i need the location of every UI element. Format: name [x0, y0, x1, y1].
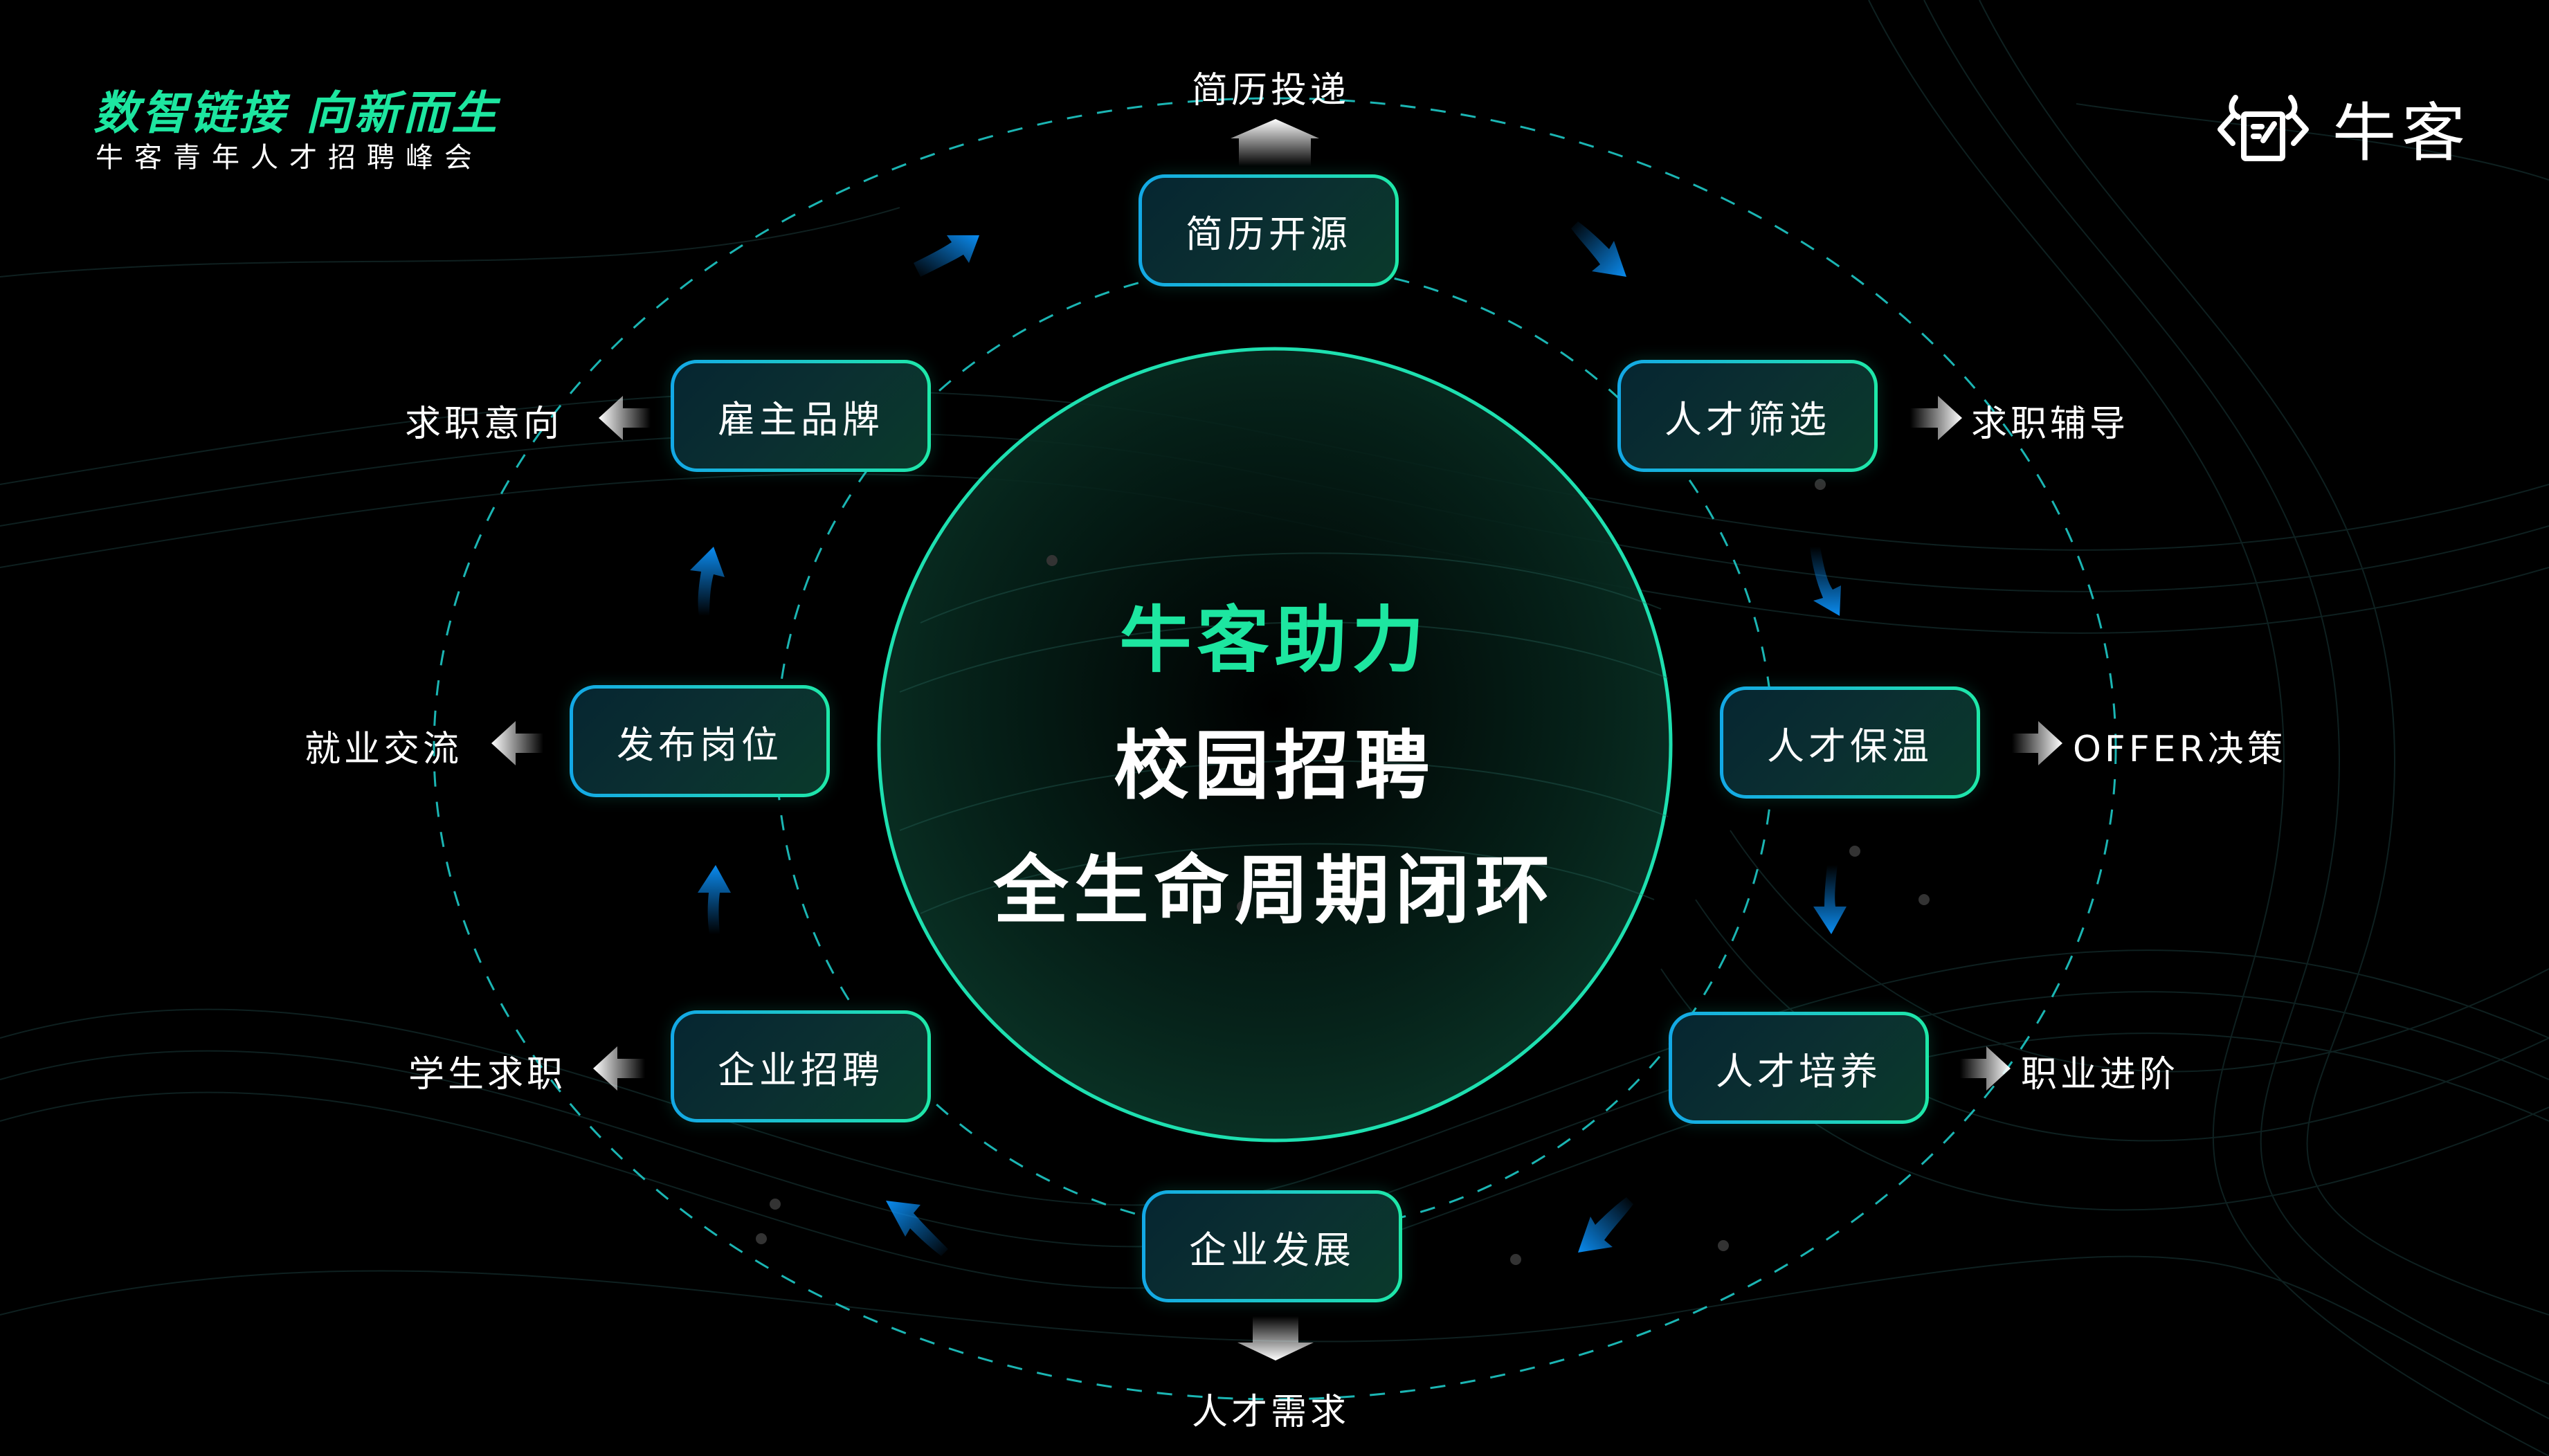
brand-logo: 牛客 — [2215, 82, 2471, 174]
event-subtitle: 牛客青年人才招聘峰会 — [96, 142, 483, 174]
outcome-offer-decision: OFFER决策 — [2073, 729, 2287, 770]
outcome-resume-delivery: 简历投递 — [1192, 70, 1350, 111]
node-enterprise-recruiting: 企业招聘 — [671, 1010, 931, 1122]
outcome-employment-exchange: 就业交流 — [305, 729, 463, 770]
center-title-main: 校园招聘 — [1114, 723, 1435, 810]
flow-arrow-icon — [698, 865, 731, 934]
node-talent-warming: 人才保温 — [1720, 686, 1980, 799]
outcome-job-coaching: 求职辅导 — [1971, 403, 2130, 445]
node-post-jobs: 发布岗位 — [570, 685, 830, 797]
outcome-job-intention: 求职意向 — [405, 403, 563, 445]
nowcoder-bull-icon — [2217, 94, 2309, 161]
flow-arrow-icon — [1571, 221, 1626, 277]
flow-arrow-icon — [914, 235, 979, 277]
node-talent-screening: 人才筛选 — [1617, 360, 1878, 472]
node-enterprise-growth: 企业发展 — [1142, 1190, 1402, 1302]
flow-arrow-icon — [690, 547, 725, 616]
logo-text: 牛客 — [2332, 96, 2471, 170]
center-title-sub: 全生命周期闭环 — [993, 848, 1556, 934]
outcome-talent-demand: 人才需求 — [1192, 1392, 1350, 1433]
node-talent-development: 人才培养 — [1669, 1012, 1929, 1124]
node-resume-open: 简历开源 — [1139, 174, 1399, 286]
outcome-student-jobseeking: 学生求职 — [408, 1054, 567, 1095]
flow-arrow-icon — [1810, 547, 1841, 616]
flow-arrow-icon — [1813, 865, 1847, 934]
outer-cycle-ring — [433, 97, 2117, 1401]
center-title-accent: 牛客助力 — [1119, 598, 1430, 682]
flow-arrow-icon — [886, 1201, 948, 1256]
node-employer-brand: 雇主品牌 — [671, 360, 931, 472]
outcome-career-advance: 职业进阶 — [2021, 1054, 2179, 1095]
slogan: 数智链接 向新而生 — [93, 87, 500, 140]
center-circle — [877, 347, 1673, 1143]
flow-arrow-icon — [1578, 1197, 1633, 1253]
